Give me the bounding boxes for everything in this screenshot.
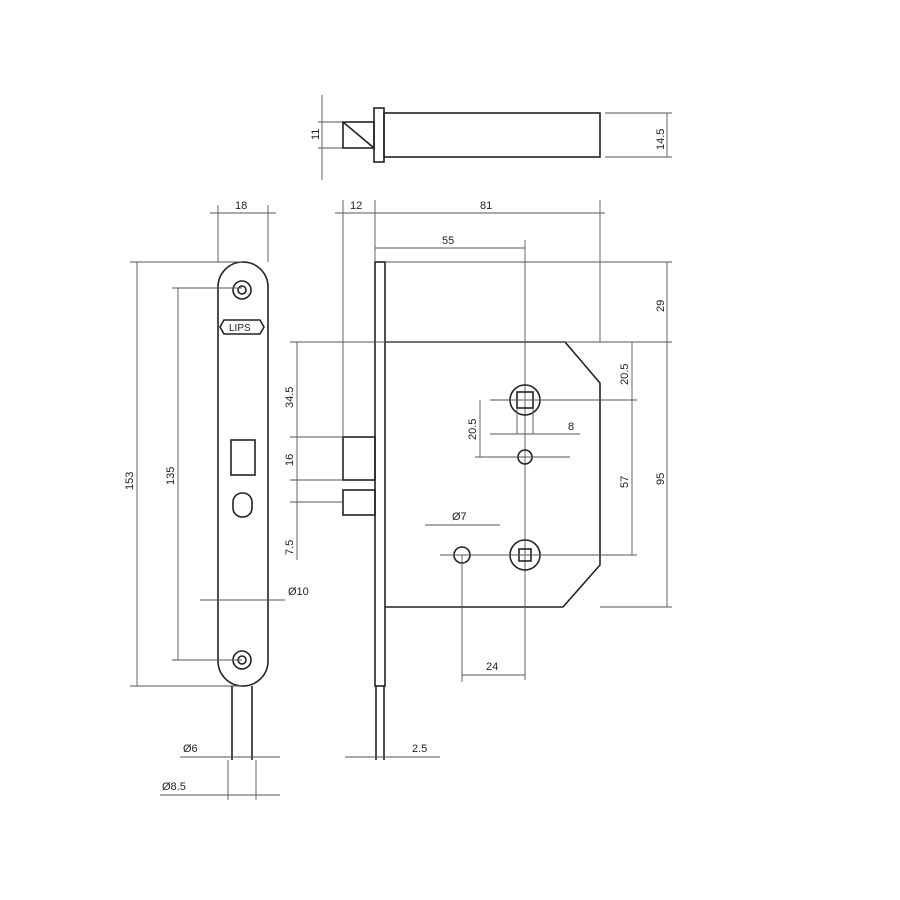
forend-plate bbox=[374, 261, 386, 687]
dim-backset-offset: 12 bbox=[350, 200, 362, 212]
dim-bolt-offset: 7.5 bbox=[284, 540, 296, 555]
dim-faceplate-length: 153 bbox=[124, 472, 136, 490]
bolt-top-view: 11 14.5 bbox=[310, 95, 672, 180]
dim-screw-head-dia: Ø8.5 bbox=[162, 781, 186, 793]
brand-label: LIPS bbox=[229, 323, 251, 334]
dim-latch-offset: 34.5 bbox=[284, 387, 296, 408]
dim-screw-spacing: 135 bbox=[165, 467, 177, 485]
latch-opening bbox=[230, 439, 256, 476]
dim-center-distance: 57 bbox=[619, 476, 631, 488]
dim-bolt-width: 14.5 bbox=[655, 129, 667, 150]
screw-hole-top bbox=[232, 280, 252, 300]
dim-bolt-height: 11 bbox=[310, 129, 322, 140]
dim-spindle: 8 bbox=[568, 421, 574, 433]
faceplate-front-view: LIPS 18 153 135 Ø10 Ø6 Ø8.5 bbox=[124, 200, 309, 800]
deadbolt bbox=[342, 489, 376, 516]
lips-logo bbox=[219, 319, 265, 335]
dim-faceplate-width: 18 bbox=[235, 200, 247, 212]
dim-faceplate-hole: Ø10 bbox=[288, 586, 309, 598]
latch bbox=[342, 436, 376, 481]
dim-top-offset: 29 bbox=[655, 300, 667, 312]
dim-case-depth: 81 bbox=[480, 200, 492, 212]
dim-hole-dia: Ø7 bbox=[452, 511, 467, 523]
dim-latch-height: 16 bbox=[284, 454, 296, 466]
dim-hub-offset-right: 20.5 bbox=[619, 364, 631, 385]
dim-screw-dia: Ø6 bbox=[183, 743, 198, 755]
dim-plate-thickness: 2.5 bbox=[412, 743, 427, 755]
lock-case-side-view: 12 81 55 29 95 34.5 16 7.5 20.5 57 20.5 … bbox=[284, 200, 672, 760]
bolt-opening bbox=[232, 492, 253, 518]
dim-backset: 55 bbox=[442, 235, 454, 247]
dim-hub-offset-left: 20.5 bbox=[467, 419, 479, 440]
dim-hole-spacing: 24 bbox=[486, 661, 498, 673]
dim-case-height: 95 bbox=[655, 473, 667, 485]
